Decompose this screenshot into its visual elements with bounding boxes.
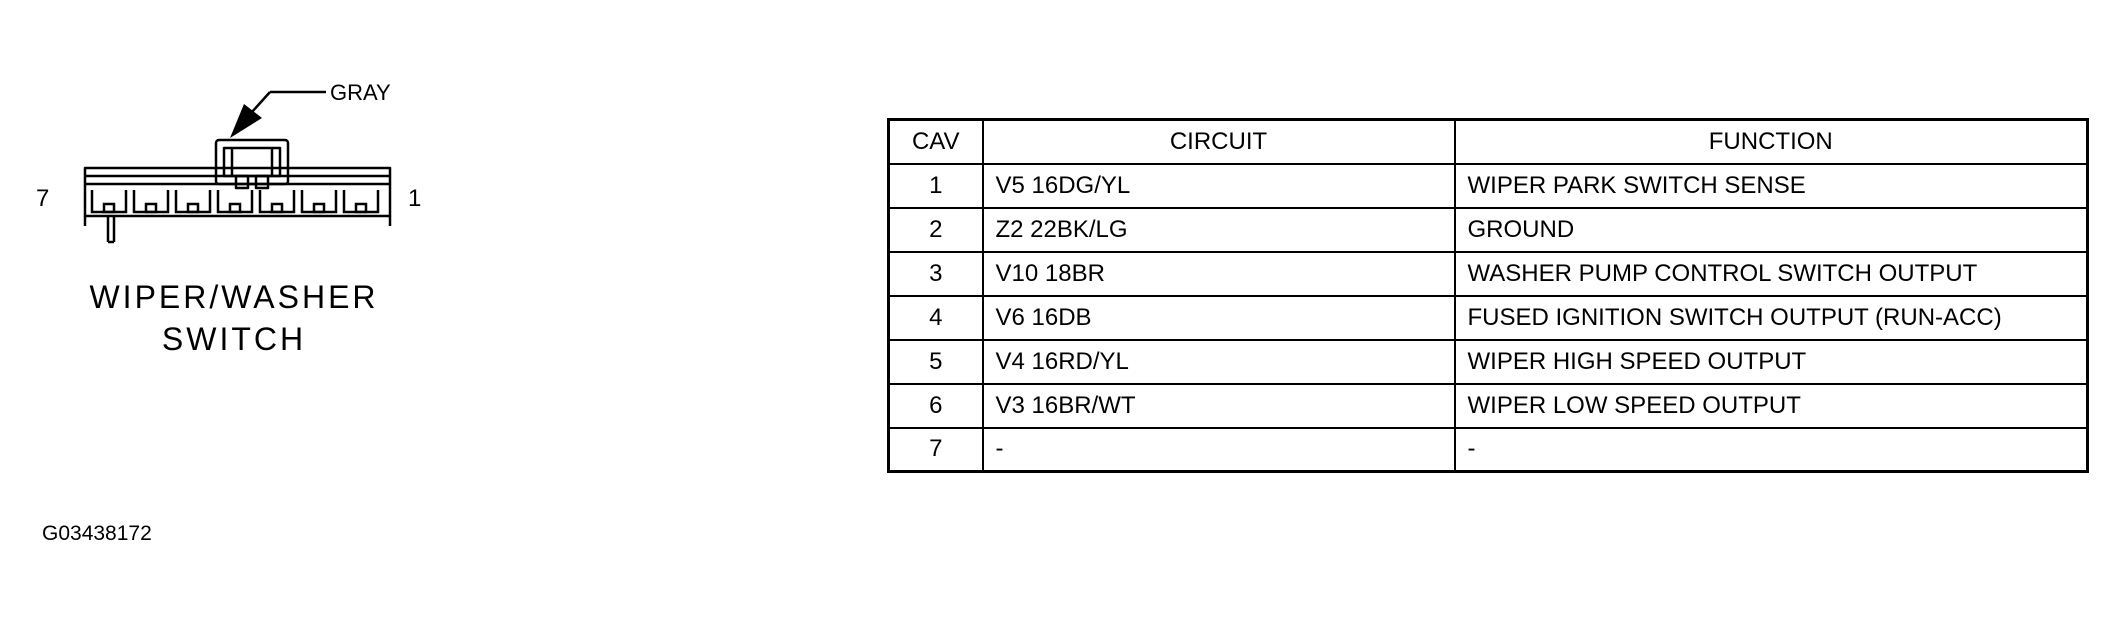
terminal-cavity — [258, 190, 296, 214]
terminal-contact — [312, 202, 326, 214]
table-row: 3 V10 18BR WASHER PUMP CONTROL SWITCH OU… — [887, 250, 2089, 297]
terminal-contact — [102, 202, 116, 214]
terminal-cavity — [342, 190, 380, 214]
figure-id: G03438172 — [42, 522, 152, 545]
table-header-row: CAV CIRCUIT FUNCTION — [887, 118, 2089, 165]
connector-body — [83, 166, 392, 218]
table-row: 4 V6 16DB FUSED IGNITION SWITCH OUTPUT (… — [887, 294, 2089, 341]
terminal-contact — [228, 202, 242, 214]
table-row: 6 V3 16BR/WT WIPER LOW SPEED OUTPUT — [887, 382, 2089, 429]
cav-cell: 4 — [887, 294, 984, 341]
function-cell: WIPER LOW SPEED OUTPUT — [1453, 382, 2089, 429]
function-cell: WASHER PUMP CONTROL SWITCH OUTPUT — [1453, 250, 2089, 297]
table-row: 5 V4 16RD/YL WIPER HIGH SPEED OUTPUT — [887, 338, 2089, 385]
connector-name-line2: SWITCH — [162, 321, 306, 357]
function-cell: FUSED IGNITION SWITCH OUTPUT (RUN-ACC) — [1453, 294, 2089, 341]
terminal-cavity — [300, 190, 338, 214]
terminal-contact — [186, 202, 200, 214]
table-row: 2 Z2 22BK/LG GROUND — [887, 206, 2089, 253]
function-cell: WIPER HIGH SPEED OUTPUT — [1453, 338, 2089, 385]
pin-right-number: 1 — [408, 185, 421, 212]
terminal-cavity — [90, 190, 128, 214]
cav-cell: 6 — [887, 382, 984, 429]
terminal-contact — [144, 202, 158, 214]
header-cav: CAV — [887, 118, 984, 165]
cav-cell: 2 — [887, 206, 984, 253]
terminal-cavity — [174, 190, 212, 214]
circuit-cell: - — [981, 426, 1456, 473]
connector-color-label: GRAY — [330, 80, 391, 105]
terminal-cavity — [216, 190, 254, 214]
circuit-cell: V10 18BR — [981, 250, 1456, 297]
pin-left-number: 7 — [36, 185, 49, 212]
connector-diagram: GRAY 7 1 WIPER/WASHER SWITCH — [36, 80, 421, 357]
function-cell: WIPER PARK SWITCH SENSE — [1453, 162, 2089, 209]
circuit-cell: Z2 22BK/LG — [981, 206, 1456, 253]
circuit-cell: V5 16DG/YL — [981, 162, 1456, 209]
circuit-cell: V3 16BR/WT — [981, 382, 1456, 429]
cav-cell: 5 — [887, 338, 984, 385]
terminal-cavities — [90, 190, 380, 214]
header-circuit: CIRCUIT — [981, 118, 1456, 165]
header-function: FUNCTION — [1453, 118, 2089, 165]
terminal-contact — [270, 202, 284, 214]
table-row: 1 V5 16DG/YL WIPER PARK SWITCH SENSE — [887, 162, 2089, 209]
connector-name-line1: WIPER/WASHER — [89, 279, 378, 315]
cav-cell: 3 — [887, 250, 984, 297]
gray-arrow — [230, 90, 326, 138]
terminal-contact — [354, 202, 368, 214]
function-cell: GROUND — [1453, 206, 2089, 253]
function-cell: - — [1453, 426, 2089, 473]
circuit-cell: V4 16RD/YL — [981, 338, 1456, 385]
table-row: 7 - - — [887, 426, 2089, 473]
cav-cell: 1 — [887, 162, 984, 209]
circuit-cell: V6 16DB — [981, 294, 1456, 341]
terminal-cavity — [132, 190, 170, 214]
connector-latch — [214, 138, 290, 186]
pinout-table: CAV CIRCUIT FUNCTION 1 V5 16DG/YL WIPER … — [887, 118, 2089, 473]
cav-cell: 7 — [887, 426, 984, 473]
